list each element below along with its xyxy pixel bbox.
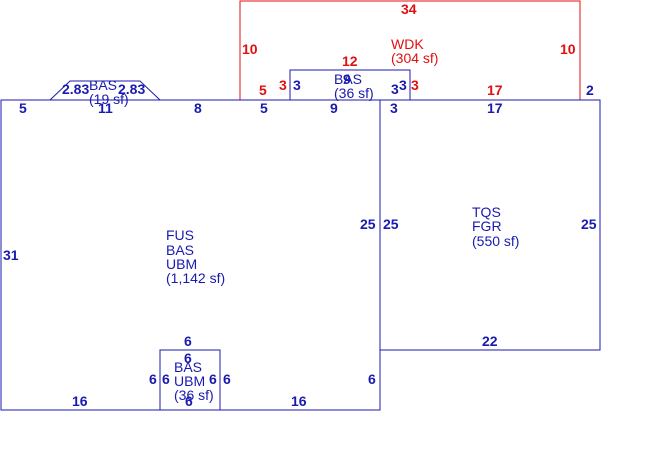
dim-garage-left-top: 3 — [390, 100, 398, 116]
garage-area-label: TQS FGR (550 sf) — [472, 204, 519, 249]
dim-deck-right: 10 — [560, 41, 576, 57]
dim-deck-5: 5 — [259, 82, 267, 98]
bump-outline — [49, 80, 161, 101]
dim-bump-left: 2.83 — [62, 81, 89, 97]
dim-bay-bottom-bottom: 6 — [185, 393, 193, 409]
deck-label-1: WDK — [391, 36, 424, 52]
dim-main-right: 25 — [360, 216, 376, 232]
dim-main-bottom-right: 16 — [291, 393, 307, 409]
dim-garage-top: 17 — [487, 100, 503, 116]
deck-label-2: (304 sf) — [391, 50, 438, 66]
dim-deck-3-right: 3 — [411, 77, 419, 93]
bay-bottom-label-1: BAS — [174, 359, 202, 375]
dim-main-top-mid: 8 — [194, 100, 202, 116]
dim-bay-top-top2: 9 — [343, 71, 351, 87]
dim-deck-17: 17 — [487, 82, 503, 98]
deck-area-label: WDK (304 sf) — [391, 36, 438, 66]
dim-deck-3-left: 3 — [279, 77, 287, 93]
deck-outline — [239, 0, 581, 100]
dim-main-top-left: 5 — [19, 100, 27, 116]
dim-bay-bottom-r: 6 — [209, 371, 217, 387]
dim-bay-bottom-l1: 6 — [149, 371, 157, 387]
main-label-1: FUS — [166, 227, 194, 243]
dim-deck-12: 12 — [342, 53, 358, 69]
dim-main-top-11: 11 — [98, 100, 113, 116]
main-dimensions: 31 5 11 8 5 25 6 16 16 2.83 2.83 9 9 3 3… — [3, 71, 597, 409]
bay-bottom-label-3: (36 sf) — [174, 387, 214, 403]
garage-label-3: (550 sf) — [472, 233, 519, 249]
dim-bay-bottom-l2: 6 — [162, 371, 170, 387]
bump-label: BAS (19 sf) — [89, 77, 129, 107]
dim-bay-bottom-r2: 6 — [223, 371, 231, 387]
dim-main-bottom-left: 16 — [72, 393, 88, 409]
dim-garage-bottom: 22 — [482, 333, 498, 349]
bay-top-outline — [289, 69, 411, 101]
dim-bay-top-bottom: 9 — [330, 100, 338, 116]
bump-label-1: BAS — [89, 77, 117, 93]
bay-bottom-label-2: UBM — [174, 373, 205, 389]
main-label-2: BAS — [166, 242, 194, 258]
dim-garage-right: 25 — [581, 216, 597, 232]
bump-label-2: (19 sf) — [89, 91, 129, 107]
dim-bay-top-right: 3 — [391, 81, 399, 97]
dim-bay-bottom-top: 6 — [184, 333, 192, 349]
dim-main-top-right: 5 — [260, 100, 268, 116]
main-label-3: UBM — [166, 256, 197, 272]
main-area-label: FUS BAS UBM (1,142 sf) — [166, 227, 225, 286]
bay-bottom-outline — [159, 349, 221, 411]
bay-top-label-1: BAS — [334, 71, 362, 87]
main-label-4: (1,142 sf) — [166, 270, 225, 286]
garage-label-2: FGR — [472, 218, 502, 234]
deck-dimensions: 34 10 10 5 3 3 12 17 — [242, 1, 576, 98]
dim-garage-right-top: 2 — [586, 82, 594, 98]
dim-bump-right: 2.83 — [118, 81, 145, 97]
bay-bottom-label: BAS UBM (36 sf) — [174, 359, 214, 403]
dim-main-left: 31 — [3, 247, 19, 263]
dim-deck-top: 34 — [401, 1, 417, 17]
dim-garage-left: 25 — [383, 216, 399, 232]
dim-deck-left: 10 — [242, 41, 258, 57]
dim-bay-top-right2: 3 — [399, 77, 407, 93]
garage-label-1: TQS — [472, 204, 501, 220]
dim-bay-top-left: 3 — [293, 77, 301, 93]
bay-top-label-2: (36 sf) — [334, 85, 374, 101]
garage-outline — [379, 99, 601, 351]
dim-bay-bottom-top2: 6 — [184, 350, 192, 366]
dim-main-right-low: 6 — [368, 371, 376, 387]
bay-top-label: BAS (36 sf) — [334, 71, 374, 101]
